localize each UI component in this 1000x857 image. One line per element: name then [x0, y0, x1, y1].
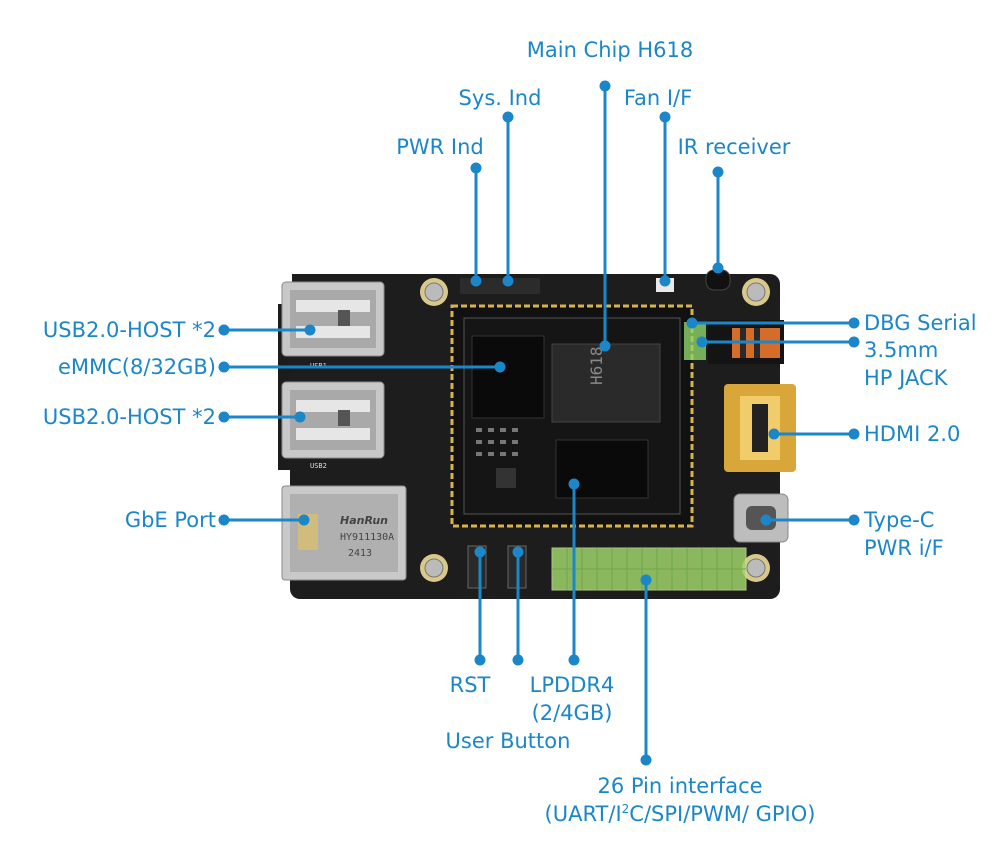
- passive-components: [476, 428, 518, 488]
- pin-interface-text-b: C/SPI/PWM/ GPIO): [629, 802, 816, 826]
- ethernet-code: 2413: [348, 548, 372, 559]
- label-hp-jack-line1: 3.5mm: [864, 338, 939, 362]
- label-typec-line1: Type-C: [864, 508, 935, 532]
- label-dbg-serial: DBG Serial: [864, 311, 977, 335]
- ethernet-port: HanRun HY911130A 2413: [281, 485, 407, 581]
- label-typec-line2: PWR i/F: [864, 536, 944, 560]
- label-hdmi: HDMI 2.0: [864, 422, 961, 446]
- mounting-hole: [742, 554, 770, 582]
- label-ir-receiver: IR receiver: [677, 135, 791, 159]
- usb-port-bottom: [281, 381, 385, 459]
- label-usb-host-top: USB2.0-HOST *2: [42, 318, 216, 342]
- label-rst: RST: [449, 673, 491, 697]
- label-hp-jack: 3.5mm HP JACK: [864, 336, 947, 392]
- label-pin-interface-line1: 26 Pin interface: [597, 774, 763, 798]
- mounting-hole: [420, 278, 448, 306]
- label-lpddr4: LPDDR4 (2/4GB): [530, 671, 615, 727]
- callout-lines: [218, 80, 860, 766]
- label-gbe-port: GbE Port: [124, 508, 216, 532]
- lpddr4-chip: [555, 439, 649, 499]
- usb-port-top: [281, 281, 385, 357]
- dbg-serial-connector: [684, 322, 706, 360]
- pin-interface-text-a: (UART/I: [544, 802, 622, 826]
- label-user-button: User Button: [445, 729, 571, 753]
- label-emmc: eMMC(8/32GB): [57, 355, 216, 379]
- hdmi-port: [724, 384, 796, 472]
- label-usb-host-bottom: USB2.0-HOST *2: [42, 405, 216, 429]
- label-pin-interface-line2: (UART/I2C/SPI/PWM/ GPIO): [545, 800, 816, 828]
- mounting-hole: [420, 554, 448, 582]
- label-pin-interface: 26 Pin interface (UART/I2C/SPI/PWM/ GPIO…: [545, 772, 816, 828]
- mounting-hole: [742, 278, 770, 306]
- ethernet-brand: HanRun: [340, 514, 388, 527]
- usb2-marking: USB2: [310, 462, 327, 470]
- label-pwr-ind: PWR Ind: [396, 135, 484, 159]
- label-lpddr4-line1: LPDDR4: [529, 673, 615, 697]
- label-fan-if: Fan I/F: [623, 86, 693, 110]
- ethernet-part: HY911130A: [340, 532, 394, 543]
- h618-chip: H618: [551, 343, 661, 423]
- pin-interface-superscript: 2: [621, 802, 630, 816]
- emmc-chip: [471, 335, 545, 419]
- label-sys-ind: Sys. Ind: [458, 86, 542, 110]
- label-typec: Type-C PWR i/F: [864, 506, 944, 562]
- label-hp-jack-line2: HP JACK: [864, 366, 948, 390]
- chip-marking: H618: [587, 346, 606, 385]
- label-main-chip: Main Chip H618: [526, 38, 694, 62]
- sbc-board: USB1 USB2 HanRun HY911130A 2413 H618: [278, 269, 796, 599]
- label-lpddr4-line2: (2/4GB): [531, 701, 613, 725]
